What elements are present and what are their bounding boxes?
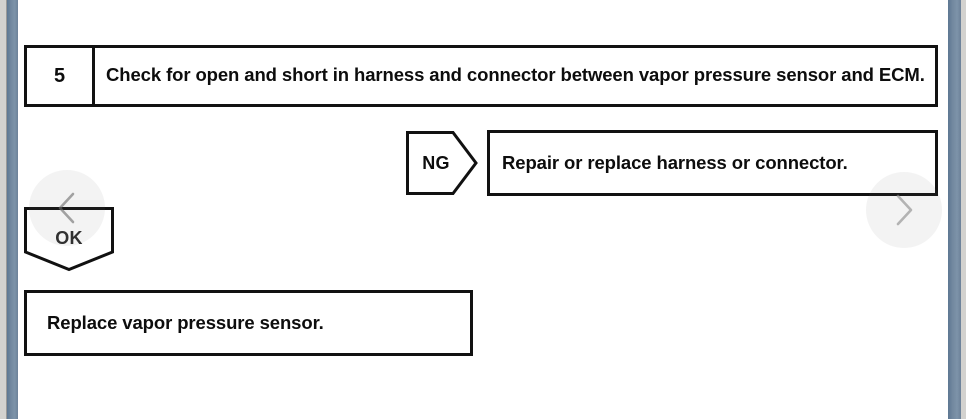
window-right-gutter <box>961 0 966 419</box>
step-description: Check for open and short in harness and … <box>106 63 925 85</box>
chevron-left-icon <box>54 191 80 225</box>
left-scrollbar[interactable] <box>7 0 18 419</box>
step-number-cell: 5 <box>27 48 95 104</box>
ok-result-box: Replace vapor pressure sensor. <box>24 290 473 356</box>
previous-page-button[interactable] <box>29 170 105 246</box>
ok-arrow-shape <box>23 206 115 272</box>
window-left-gutter <box>0 0 6 419</box>
step-description-cell: Check for open and short in harness and … <box>95 48 935 104</box>
ng-branch-label: NG <box>422 152 450 173</box>
ok-result-text: Replace vapor pressure sensor. <box>47 311 324 333</box>
chevron-right-icon <box>891 193 917 227</box>
ng-arrow-shape <box>405 130 479 196</box>
step-row: 5 Check for open and short in harness an… <box>24 45 938 107</box>
step-number: 5 <box>53 64 66 87</box>
ng-result-text: Repair or replace harness or connector. <box>502 151 848 173</box>
ok-branch-label: OK <box>55 227 83 248</box>
next-page-button[interactable] <box>866 172 942 248</box>
window-left-gutter-edge <box>6 0 7 419</box>
ng-result-box: Repair or replace harness or connector. <box>487 130 938 196</box>
flowchart-page: 5 Check for open and short in harness an… <box>18 0 948 419</box>
right-scrollbar[interactable] <box>948 0 961 419</box>
